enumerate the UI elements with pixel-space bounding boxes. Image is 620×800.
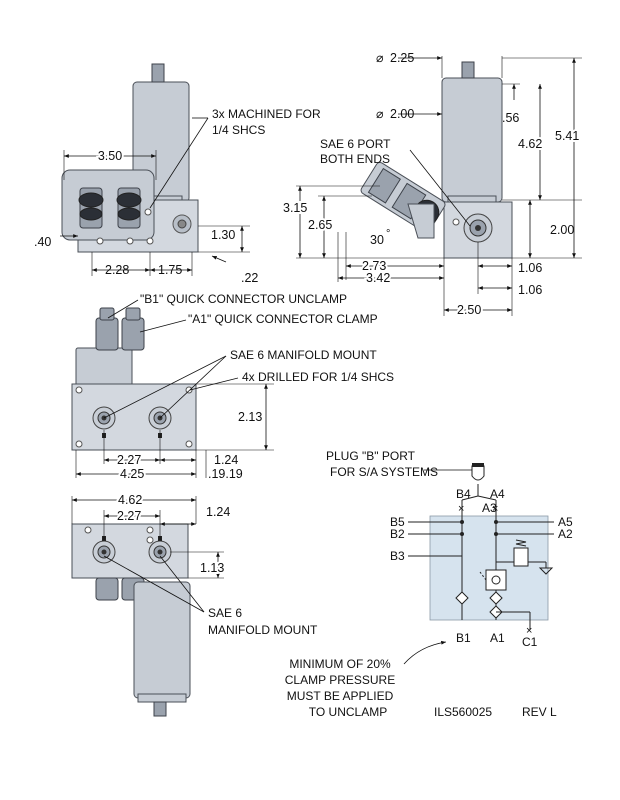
dim-front-height: 1.30	[211, 228, 235, 242]
callout-machined-1: 3x MACHINED FOR	[212, 107, 321, 121]
label-drilled: 4x DRILLED FOR 1/4 SHCS	[242, 370, 394, 384]
port-a5: A5	[558, 515, 573, 529]
dim-conn-h1: 3.15	[283, 201, 307, 215]
part-number: ILS560025	[434, 705, 492, 719]
schematic-block	[429, 515, 549, 621]
cylinder-cap	[151, 63, 165, 83]
pressure-note-3: MUST BE APPLIED	[287, 689, 394, 703]
bottom-view: 4.62 2.27 1.24 1.13 SAE 6 MANIFOLD MOUNT	[71, 491, 318, 717]
dim-d2: 1.06	[518, 283, 542, 297]
port-a4: A4	[490, 487, 505, 501]
port-b2: B2	[390, 527, 405, 541]
quick-connector-a1	[121, 317, 145, 351]
dim-bottom-width: 4.62	[118, 493, 142, 507]
port-c1: C1	[522, 635, 538, 649]
dim-top-edge: 1.24	[214, 453, 238, 467]
hydraulic-schematic: × × × B4 A4 A3 B5 B2 B3 A5 A2 B1 A1 C1 P…	[285, 449, 573, 719]
port-a1: A1	[490, 631, 505, 645]
dim-bottom-spacing: 2.27	[117, 509, 141, 523]
side-view: ⌀ 2.25 ⌀ 2.00 .56 4.62 5.41 2.00 3.15 2.…	[281, 51, 582, 319]
dim-front-pos2: 1.75	[158, 263, 182, 277]
revision: REV L	[522, 705, 557, 719]
dim-top-height: 2.13	[238, 410, 262, 424]
svg-text:×: ×	[492, 503, 498, 515]
pressure-note-2: CLAMP PRESSURE	[285, 673, 395, 687]
callout-machined-2: 1/4 SHCS	[212, 123, 265, 137]
title-block: ILS560025 REV L	[434, 705, 557, 719]
dim-block-height: 2.00	[550, 223, 574, 237]
dim-reach1: 2.73	[362, 259, 386, 273]
pressure-note-4: TO UNCLAMP	[309, 705, 387, 719]
port-b1: B1	[456, 631, 471, 645]
plug-note-1: PLUG "B" PORT	[326, 449, 416, 463]
port-b5: B5	[390, 515, 405, 529]
dim-diam-outer: 2.25	[390, 51, 414, 65]
port-b3: B3	[390, 549, 405, 563]
port-b4: B4	[456, 487, 471, 501]
port-a3: A3	[482, 501, 497, 515]
label-bottom-manifold-2: MANIFOLD MOUNT	[208, 623, 318, 637]
dim-conn-h2: 2.65	[308, 218, 332, 232]
quick-connector-b1	[95, 317, 119, 351]
svg-text:×: ×	[526, 625, 532, 637]
label-manifold-mount: SAE 6 MANIFOLD MOUNT	[230, 348, 377, 362]
svg-text:°: °	[386, 228, 390, 240]
dim-diam-inner: 2.00	[390, 107, 414, 121]
svg-text:⌀: ⌀	[376, 51, 384, 65]
dim-front-pos1: 2.28	[105, 263, 129, 277]
dim-angle: 30	[370, 233, 384, 247]
dim-d1: 1.06	[518, 261, 542, 275]
label-bottom-manifold-1: SAE 6	[208, 606, 242, 620]
callout-port-1: SAE 6 PORT	[320, 137, 391, 151]
dim-front-left: .40	[34, 235, 51, 249]
svg-text:⌀: ⌀	[376, 107, 384, 121]
dim-total-height: 5.41	[555, 129, 579, 143]
dim-top-width: 4.25	[120, 467, 144, 481]
port-a2: A2	[558, 527, 573, 541]
front-view: 3.50 1.30 .40 2.28 1.75 .22 3x MACHINED …	[34, 63, 321, 285]
dim-bottom-height: 1.13	[200, 561, 224, 575]
callout-port-2: BOTH ENDS	[320, 152, 390, 166]
dim-front-offset: .22	[241, 271, 258, 285]
top-view: "B1" QUICK CONNECTOR UNCLAMP "A1" QUICK …	[71, 292, 394, 483]
label-b1-connector: "B1" QUICK CONNECTOR UNCLAMP	[140, 292, 347, 306]
plug-note-2: FOR S/A SYSTEMS	[330, 465, 438, 479]
dim-top-small: .19.19	[208, 467, 243, 481]
dim-front-width: 3.50	[98, 149, 122, 163]
pressure-note-1: MINIMUM OF 20%	[289, 657, 391, 671]
dim-side-width: 2.50	[457, 303, 481, 317]
top-block	[71, 383, 197, 451]
svg-text:×: ×	[458, 503, 464, 515]
dim-reach2: 3.42	[366, 271, 390, 285]
dim-top-spacing: 2.27	[117, 453, 141, 467]
dim-top-gap: .56	[502, 111, 519, 125]
label-a1-connector: "A1" QUICK CONNECTOR CLAMP	[188, 312, 378, 326]
dim-body-height: 4.62	[518, 137, 542, 151]
side-cylinder	[441, 77, 503, 203]
dim-bottom-edge: 1.24	[206, 505, 230, 519]
